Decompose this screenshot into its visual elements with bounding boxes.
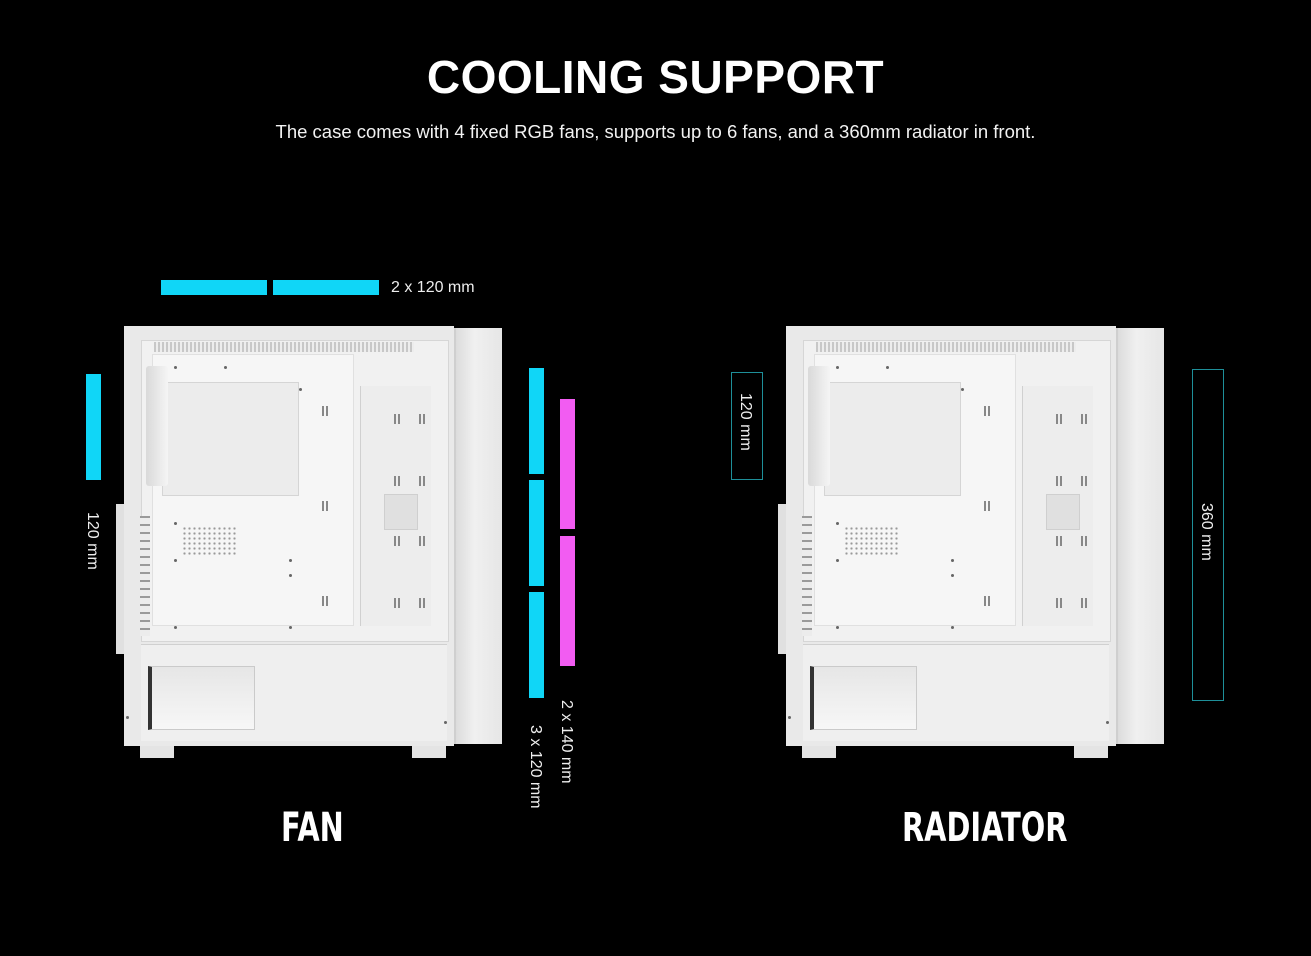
page-subtitle: The case comes with 4 fixed RGB fans, su… [275, 121, 1036, 142]
front-fan-120-indicator-3 [529, 592, 544, 698]
top-fan-label: 2 x 120 mm [391, 279, 475, 296]
front-fan-140-indicator-1 [560, 399, 575, 529]
fan-caption: FAN [281, 805, 344, 851]
top-fan-indicator-1 [161, 280, 267, 295]
front-radiator-label: 360 mm [1198, 503, 1215, 561]
front-fan-120-indicator-1 [529, 368, 544, 474]
pc-case-image-radiator [778, 326, 1164, 758]
top-fan-indicator-2 [273, 280, 379, 295]
rear-fan-label: 120 mm [84, 512, 101, 570]
page-title: COOLING SUPPORT [426, 51, 885, 103]
front-fan-140-label: 2 x 140 mm [558, 700, 575, 784]
rear-radiator-outline [731, 372, 763, 480]
front-radiator-outline [1192, 369, 1224, 701]
rear-radiator-label: 120 mm [737, 393, 754, 451]
front-fan-140-indicator-2 [560, 536, 575, 666]
front-fan-120-indicator-2 [529, 480, 544, 586]
front-fan-120-label: 3 x 120 mm [527, 725, 544, 809]
rear-fan-indicator [86, 374, 101, 480]
radiator-caption: RADIATOR [902, 805, 1068, 851]
pc-case-image-fan [116, 326, 502, 758]
